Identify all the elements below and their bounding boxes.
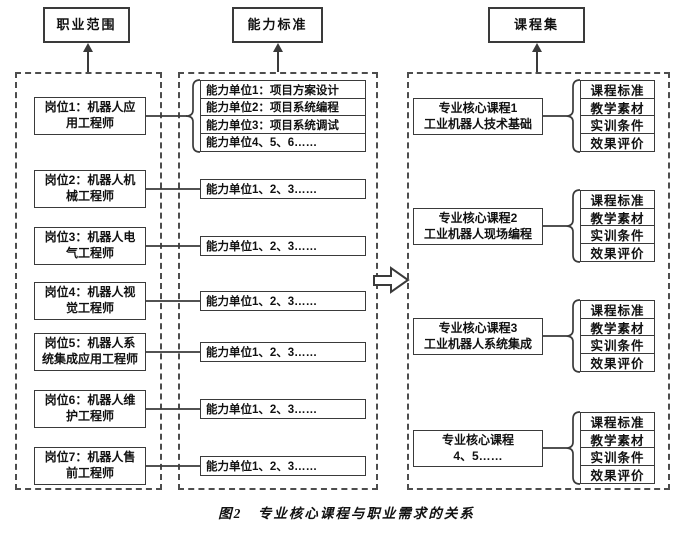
competency-unit-box-job4: 能力单位1、2、3…… [200, 291, 366, 311]
course-resource-stack-2: 课程标准 教学素材 实训条件 效果评价 [580, 190, 655, 262]
job-label-line: 岗位5：机器人系 [44, 336, 136, 351]
competency-unit-box-job3: 能力单位1、2、3…… [200, 236, 366, 256]
course-label-line: 专业核心课程 [441, 432, 514, 447]
course-resource-cell: 教学素材 [580, 317, 655, 337]
course-box-2: 专业核心课程2 工业机器人现场编程 [413, 208, 543, 245]
figure-caption: 图2 专业核心课程与职业需求的关系 [218, 506, 475, 521]
job-box-6: 岗位6：机器人维 护工程师 [34, 390, 146, 428]
competency-unit-cell: 能力单位4、5、6…… [200, 132, 366, 152]
header-label: 课程集 [513, 17, 559, 33]
job-label-line: 岗位7：机器人售 [44, 450, 136, 465]
job-label-line: 统集成应用工程师 [41, 352, 138, 366]
job-label-line: 气工程师 [65, 246, 114, 260]
course-resource-cell: 课程标准 [580, 190, 655, 209]
job-label-line: 护工程师 [65, 409, 114, 423]
course-label-line: 工业机器人技术基础 [423, 116, 532, 131]
competency-unit-box-job7: 能力单位1、2、3…… [200, 456, 366, 476]
flow-arrow-icon [373, 266, 410, 294]
occupation-scope-group [15, 72, 162, 490]
header-course-set: 课程集 [488, 7, 585, 43]
course-resource-cell: 效果评价 [580, 352, 655, 372]
arrowhead-icon [532, 43, 542, 52]
job-box-4: 岗位4：机器人视 觉工程师 [34, 282, 146, 320]
job-box-7: 岗位7：机器人售 前工程师 [34, 447, 146, 485]
competency-unit-cell: 能力单位1：项目方案设计 [200, 80, 366, 99]
course-resource-cell: 教学素材 [580, 429, 655, 449]
course-resource-cell: 实训条件 [580, 447, 655, 466]
course-resource-cell: 实训条件 [580, 225, 655, 244]
job-label-line: 岗位2：机器人机 [44, 173, 136, 188]
job-box-3: 岗位3：机器人电 气工程师 [34, 227, 146, 265]
course-resource-cell: 实训条件 [580, 115, 655, 134]
job-label-line: 用工程师 [65, 116, 114, 130]
job-box-2: 岗位2：机器人机 械工程师 [34, 170, 146, 208]
course-box-3: 专业核心课程3 工业机器人系统集成 [413, 318, 543, 355]
course-label-line: 4、5…… [453, 448, 503, 463]
competency-unit-box-job2: 能力单位1、2、3…… [200, 179, 366, 199]
job-label-line: 前工程师 [65, 466, 114, 480]
competency-unit-cell: 能力单位2：项目系统编程 [200, 97, 366, 117]
course-resource-cell: 教学素材 [580, 97, 655, 117]
competency-unit-stack-job1: 能力单位1：项目方案设计 能力单位2：项目系统编程 能力单位3：项目系统调试 能… [200, 80, 366, 152]
course-box-4: 专业核心课程 4、5…… [413, 430, 543, 467]
course-resource-stack-4: 课程标准 教学素材 实训条件 效果评价 [580, 412, 655, 484]
course-label-line: 工业机器人现场编程 [423, 226, 532, 241]
header-label: 职业范围 [56, 17, 117, 33]
course-label-line: 专业核心课程3 [438, 320, 518, 335]
course-resource-cell: 效果评价 [580, 464, 655, 484]
course-resource-cell: 实训条件 [580, 335, 655, 354]
course-label-line: 专业核心课程1 [438, 100, 518, 115]
course-resource-stack-1: 课程标准 教学素材 实训条件 效果评价 [580, 80, 655, 152]
course-resource-cell: 课程标准 [580, 300, 655, 319]
course-resource-stack-3: 课程标准 教学素材 实训条件 效果评价 [580, 300, 655, 372]
job-label-line: 岗位3：机器人电 [44, 230, 136, 245]
course-resource-cell: 效果评价 [580, 132, 655, 152]
competency-unit-box-job5: 能力单位1、2、3…… [200, 342, 366, 362]
header-label: 能力标准 [247, 17, 308, 33]
job-label-line: 岗位1：机器人应 [44, 100, 136, 115]
job-box-5: 岗位5：机器人系 统集成应用工程师 [34, 333, 146, 371]
course-resource-cell: 教学素材 [580, 207, 655, 227]
arrowhead-icon [83, 43, 93, 52]
job-label-line: 觉工程师 [65, 301, 114, 315]
course-box-1: 专业核心课程1 工业机器人技术基础 [413, 98, 543, 135]
competency-unit-cell: 能力单位3：项目系统调试 [200, 115, 366, 134]
course-resource-cell: 课程标准 [580, 80, 655, 99]
course-resource-cell: 效果评价 [580, 242, 655, 262]
course-label-line: 工业机器人系统集成 [423, 336, 532, 351]
competency-unit-box-job6: 能力单位1、2、3…… [200, 399, 366, 419]
course-resource-cell: 课程标准 [580, 412, 655, 431]
course-label-line: 专业核心课程2 [438, 210, 518, 225]
job-label-line: 岗位6：机器人维 [44, 393, 136, 408]
header-occupation-scope: 职业范围 [43, 7, 130, 43]
arrowhead-icon [273, 43, 283, 52]
job-label-line: 岗位4：机器人视 [44, 285, 136, 300]
header-competency-standard: 能力标准 [232, 7, 323, 43]
job-label-line: 械工程师 [65, 189, 114, 203]
job-box-1: 岗位1：机器人应 用工程师 [34, 97, 146, 135]
